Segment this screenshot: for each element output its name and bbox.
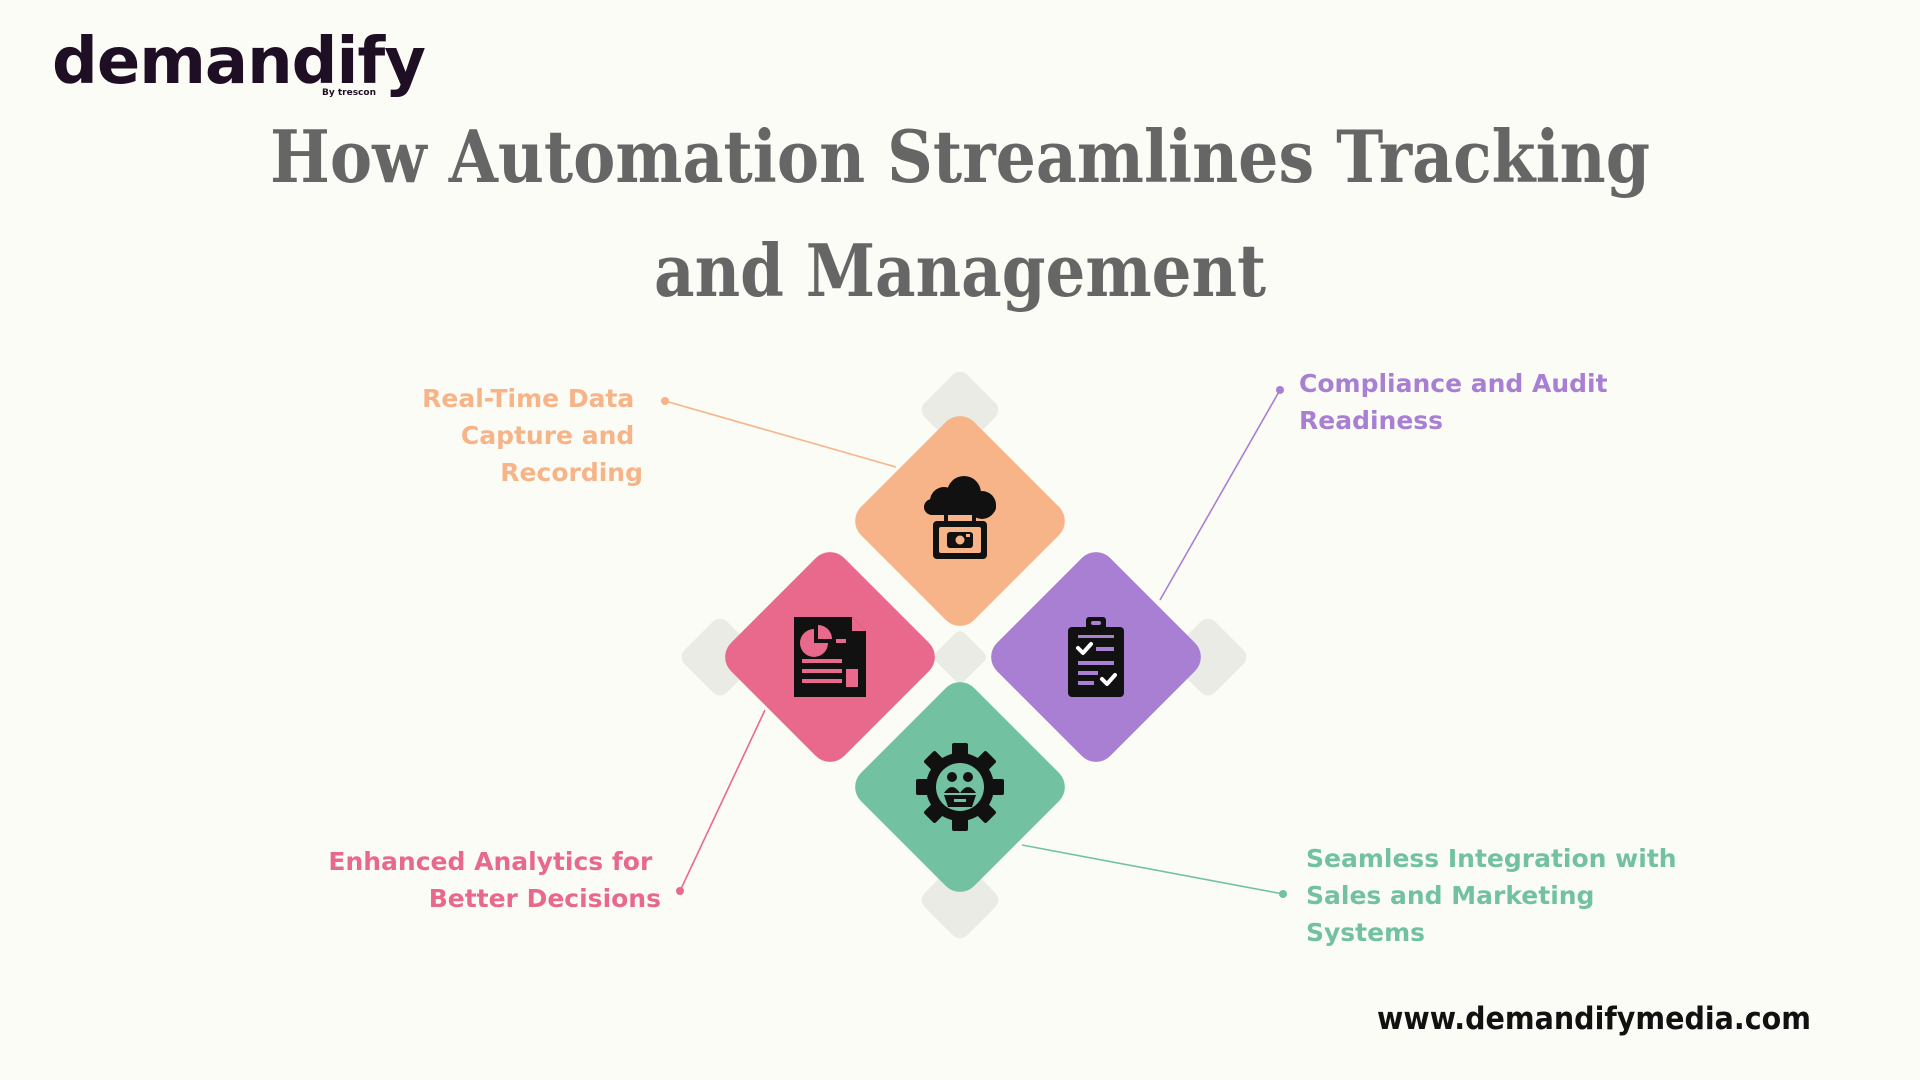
title-line-2: and Management	[654, 228, 1266, 313]
connector-left	[679, 709, 766, 892]
label-bottom-line-2: Sales and Marketing	[1306, 881, 1594, 910]
footer-url: www.demandifymedia.com	[1377, 1001, 1811, 1037]
cloud-camera-icon	[924, 476, 996, 559]
title-line-1: How Automation Streamlines Tracking	[270, 114, 1650, 199]
bg-diamond-center	[934, 631, 986, 683]
label-bottom-line-1: Seamless Integration with	[1306, 844, 1677, 873]
connectors	[661, 386, 1287, 898]
label-bottom: Seamless Integration with Sales and Mark…	[1306, 844, 1685, 947]
connector-top	[664, 400, 897, 468]
brand-logo: demandify By trescon	[52, 25, 426, 99]
label-left-line-2: Better Decisions	[429, 884, 661, 913]
clipboard-checklist-icon	[1068, 617, 1124, 697]
page-title: How Automation Streamlines Tracking and …	[270, 114, 1650, 313]
brand-tagline: By trescon	[322, 88, 376, 98]
label-right-line-2: Readiness	[1299, 406, 1443, 435]
label-left: Enhanced Analytics for Better Decisions	[328, 847, 661, 913]
label-left-line-1: Enhanced Analytics for	[328, 847, 653, 876]
analytics-report-icon	[794, 617, 866, 697]
label-bottom-line-3: Systems	[1306, 918, 1425, 947]
label-right-line-1: Compliance and Audit	[1299, 369, 1608, 398]
connector-right	[1159, 389, 1281, 601]
brand-wordmark: demandify	[52, 25, 425, 99]
connector-top-dot	[661, 397, 669, 405]
label-top: Real-Time Data Capture and Recording	[422, 384, 643, 487]
gear-team-icon	[916, 743, 1004, 831]
label-top-line-2: Capture and	[461, 421, 634, 450]
connector-bottom	[1021, 844, 1284, 895]
label-right: Compliance and Audit Readiness	[1299, 369, 1616, 435]
connector-bottom-dot	[1279, 890, 1287, 898]
label-top-line-1: Real-Time Data	[422, 384, 634, 413]
label-top-line-3: Recording	[500, 458, 643, 487]
connector-right-dot	[1276, 386, 1284, 394]
connector-left-dot	[676, 887, 684, 895]
